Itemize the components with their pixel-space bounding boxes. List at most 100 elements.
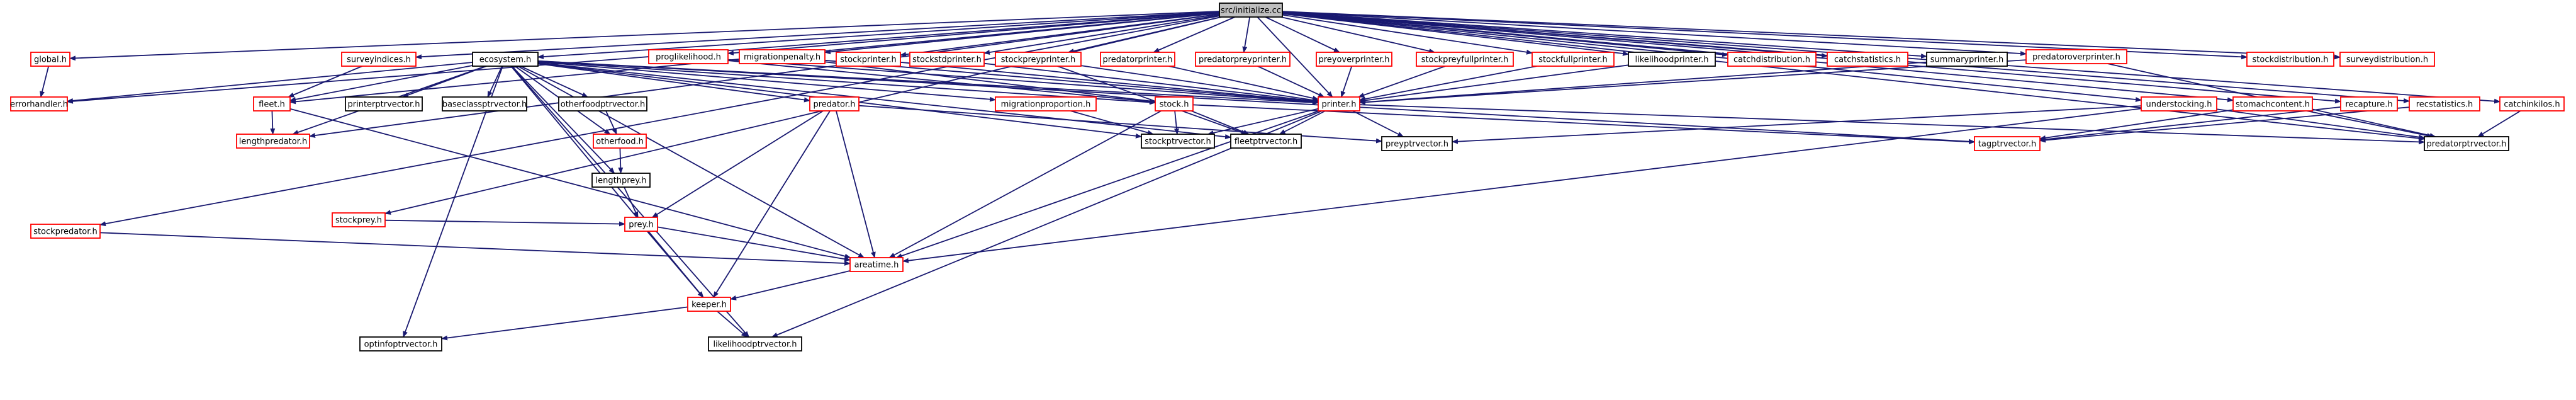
node-predatorprinter[interactable]: predatorprinter.h — [1100, 52, 1175, 67]
node-global[interactable]: global.h — [30, 52, 70, 67]
node-box-understocking — [2141, 96, 2217, 111]
node-printer[interactable]: printer.h — [1318, 96, 1360, 111]
node-otherfood[interactable]: otherfood.h — [593, 134, 647, 149]
node-label-fleet: fleet.h — [259, 100, 285, 110]
node-label-stockpreyprinter: stockpreyprinter.h — [1001, 55, 1076, 65]
node-label-stockpreyfullprinter: stockpreyfullprinter.h — [1421, 55, 1509, 65]
node-root[interactable]: src/initialize.cc — [1219, 3, 1283, 18]
node-label-areatime: areatime.h — [854, 261, 899, 270]
node-catchdistribution[interactable]: catchdistribution.h — [1727, 52, 1817, 67]
node-stockstdprinter[interactable]: stockstdprinter.h — [909, 52, 985, 67]
edge-root-to-stockprey — [384, 16, 1222, 215]
node-surveydistribution[interactable]: surveydistribution.h — [2339, 52, 2435, 67]
node-predator[interactable]: predator.h — [809, 96, 860, 111]
edge-lengthprey-to-prey — [624, 186, 639, 218]
node-surveyindices[interactable]: surveyindices.h — [341, 52, 417, 67]
node-layer: src/initialize.cc global.h errorhandler.h s… — [10, 3, 2565, 351]
node-box-surveyindices — [341, 52, 417, 67]
node-box-stockpredator — [30, 224, 101, 239]
edge-root-to-predatorpreyprinter — [1242, 16, 1251, 53]
node-stockpreyprinter[interactable]: stockpreyprinter.h — [995, 52, 1082, 67]
edge-understocking-to-preyptrvector — [1452, 105, 2142, 144]
node-preyoverprinter[interactable]: preyoverprinter.h — [1316, 52, 1392, 67]
node-migrationproportion[interactable]: migrationproportion.h — [995, 96, 1097, 111]
edge-stomachcontent-to-tagptrvector — [2039, 109, 2234, 140]
node-proglikelihood[interactable]: proglikelihood.h — [648, 49, 729, 64]
edge-root-to-likelihoodprinter — [1282, 13, 1629, 56]
node-label-catchdistribution: catchdistribution.h — [1733, 55, 1810, 65]
edge-root-to-lengthpredator — [309, 13, 1220, 138]
edge-printer-to-predatorptrvector — [1359, 104, 2425, 145]
node-box-predator — [809, 96, 860, 111]
node-ecosystem[interactable]: ecosystem.h — [472, 52, 539, 67]
edge-migrationpenalty-to-stock — [824, 61, 1156, 104]
node-label-baseclassptrvector: baseclassptrvector.h — [442, 100, 527, 110]
node-label-surveyindices: surveyindices.h — [347, 55, 411, 65]
node-likelihoodprinter[interactable]: likelihoodprinter.h — [1628, 52, 1716, 67]
node-label-otherfood: otherfood.h — [596, 137, 644, 147]
node-stockpredator[interactable]: stockpredator.h — [30, 224, 101, 239]
node-fleet[interactable]: fleet.h — [253, 96, 291, 111]
node-migrationpenalty[interactable]: migrationpenalty.h — [739, 49, 826, 64]
edge-stockfullprinter-to-printer — [1359, 66, 1537, 101]
edge-stockpreyfullprinter-to-printer — [1358, 66, 1446, 98]
node-box-tagptrvector — [1974, 136, 2041, 151]
node-baseclassptrvector[interactable]: baseclassptrvector.h — [442, 96, 527, 111]
node-preyptrvector[interactable]: preyptrvector.h — [1381, 136, 1453, 151]
node-predatoroverprinter[interactable]: predatoroverprinter.h — [2025, 49, 2127, 64]
node-catchstatistics[interactable]: catchstatistics.h — [1827, 52, 1908, 67]
node-stomachcontent[interactable]: stomachcontent.h — [2232, 96, 2313, 111]
node-keeper[interactable]: keeper.h — [687, 297, 731, 312]
edge-root-to-predatorptrvector — [1282, 13, 2425, 141]
edge-keeper-to-optinfoptrvector — [441, 306, 688, 341]
node-stock[interactable]: stock.h — [1155, 96, 1194, 111]
node-box-stock — [1155, 96, 1194, 111]
node-lengthpredator[interactable]: lengthpredator.h — [236, 134, 310, 149]
node-stockfullprinter[interactable]: stockfullprinter.h — [1532, 52, 1615, 67]
node-predatorpreyprinter[interactable]: predatorpreyprinter.h — [1195, 52, 1291, 67]
node-label-global: global.h — [34, 55, 67, 65]
node-errorhandler[interactable]: errorhandler.h — [10, 96, 68, 111]
node-summaryprinter[interactable]: summaryprinter.h — [1926, 52, 2008, 67]
node-label-recapture: recapture.h — [2345, 100, 2392, 110]
node-tagptrvector[interactable]: tagptrvector.h — [1974, 136, 2041, 151]
node-box-printer — [1318, 96, 1360, 111]
node-otherfoodptrvector[interactable]: otherfoodptrvector.h — [558, 96, 647, 111]
node-understocking[interactable]: understocking.h — [2141, 96, 2217, 111]
node-prey[interactable]: prey.h — [624, 217, 658, 232]
edge-proglikelihood-to-printer — [727, 59, 1319, 105]
node-catchinkilos[interactable]: catchinkilos.h — [2499, 96, 2565, 111]
node-box-otherfoodptrvector — [558, 96, 647, 111]
node-stockprinter[interactable]: stockprinter.h — [836, 52, 901, 67]
node-optinfoptrvector[interactable]: optinfoptrvector.h — [359, 336, 442, 351]
node-stockdistribution[interactable]: stockdistribution.h — [2246, 52, 2334, 67]
node-stockprey[interactable]: stockprey.h — [332, 212, 386, 227]
node-predatorptrvector[interactable]: predatorptrvector.h — [2424, 136, 2509, 151]
edge-root-to-summaryprinter — [1282, 11, 1927, 59]
node-label-ecosystem: ecosystem.h — [479, 55, 531, 65]
node-printerptrvector[interactable]: printerptrvector.h — [345, 96, 423, 111]
edge-recstatistics-to-tagptrvector — [2039, 106, 2410, 143]
edge-root-to-stockpredator — [99, 15, 1220, 227]
node-label-recstatistics: recstatistics.h — [2416, 100, 2473, 110]
node-areatime[interactable]: areatime.h — [849, 257, 904, 272]
node-lengthprey[interactable]: lengthprey.h — [591, 173, 651, 188]
edge-stock-to-areatime — [888, 110, 1162, 258]
edge-predatoroverprinter-to-printer — [1359, 59, 2027, 105]
node-box-stockprey — [332, 212, 386, 227]
node-box-prey — [624, 217, 658, 232]
node-recstatistics[interactable]: recstatistics.h — [2409, 96, 2480, 111]
node-fleetptrvector[interactable]: fleetptrvector.h — [1230, 134, 1302, 149]
node-recapture[interactable]: recapture.h — [2340, 96, 2398, 111]
node-label-stockfullprinter: stockfullprinter.h — [1538, 55, 1608, 65]
edge-ecosystem-to-fleet — [289, 65, 473, 102]
node-box-preyoverprinter — [1316, 52, 1392, 67]
edge-predator-to-prey — [651, 110, 824, 218]
node-likelihoodptrvector[interactable]: likelihoodptrvector.h — [708, 336, 802, 351]
node-stockptrvector[interactable]: stockptrvector.h — [1141, 134, 1215, 149]
node-stockpreyfullprinter[interactable]: stockpreyfullprinter.h — [1416, 52, 1514, 67]
edge-surveyindices-to-fleet — [288, 66, 363, 98]
edge-root-to-surveyindices — [415, 11, 1220, 60]
node-label-predatorpreyprinter: predatorpreyprinter.h — [1199, 55, 1287, 65]
